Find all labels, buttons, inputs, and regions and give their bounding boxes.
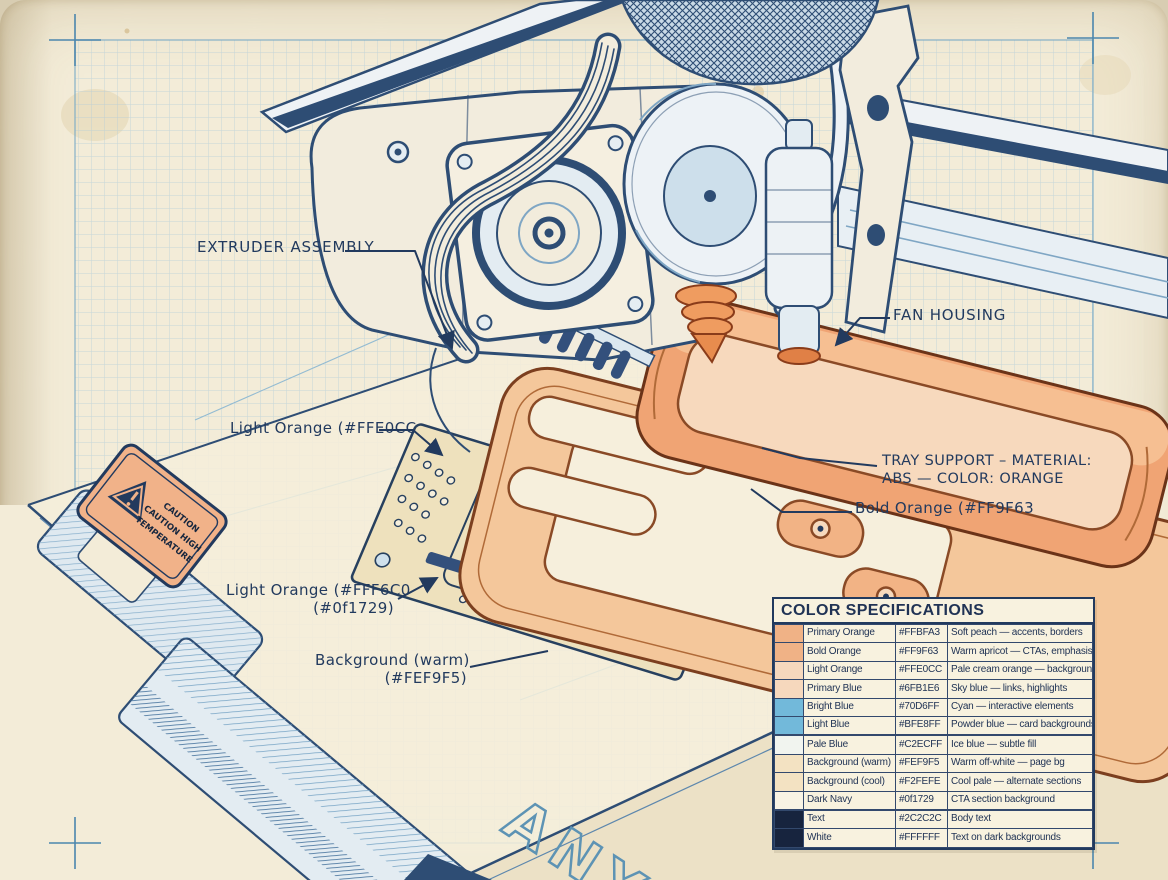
extruder-assembly-illustration bbox=[309, 0, 920, 453]
mount-bracket bbox=[838, 4, 920, 334]
leader-lines bbox=[345, 250, 890, 668]
gantry-rails bbox=[259, 0, 1168, 320]
color-name: Light Orange bbox=[803, 660, 896, 681]
label-tray-support-line2: ABS — COLOR: ORANGE bbox=[882, 471, 1064, 487]
color-hex: #BFE8FF bbox=[895, 715, 948, 736]
color-hex: #0f1729 bbox=[895, 790, 948, 811]
color-name: Bold Orange bbox=[803, 642, 896, 662]
color-hex: #2C2C2C bbox=[895, 808, 948, 830]
swatch-cell bbox=[774, 828, 804, 848]
label-background-warm-line2: (#FEF9F5) bbox=[384, 669, 467, 687]
swatch-cell bbox=[774, 808, 804, 830]
label-light-orange-lower: Light Orange (#FFF6C0 (#0f1729) bbox=[226, 581, 411, 617]
label-background-warm: Background (warm) (#FEF9F5) bbox=[315, 651, 470, 687]
color-desc: Soft peach — accents, borders bbox=[947, 623, 1093, 644]
heater-cylinder bbox=[764, 119, 834, 365]
cable-bundle bbox=[421, 32, 622, 364]
swatch-cell bbox=[774, 697, 804, 717]
color-desc: Cool pale — alternate sections bbox=[947, 772, 1093, 792]
swatch-cell bbox=[774, 753, 804, 774]
color-desc: Powder blue — card backgrounds bbox=[947, 715, 1093, 736]
stray-wire bbox=[429, 347, 471, 453]
label-light-orange-lower-line1: Light Orange (#FFF6C0 bbox=[226, 581, 411, 599]
color-name: Background (warm) bbox=[803, 753, 896, 774]
swatch-cell bbox=[774, 734, 804, 755]
label-fan-housing: FAN HOUSING bbox=[893, 306, 1007, 324]
color-desc: Body text bbox=[947, 808, 1093, 830]
color-table-title: COLOR SPECIFICATIONS bbox=[774, 599, 1093, 624]
color-hex: #70D6FF bbox=[895, 697, 948, 717]
color-name: Light Blue bbox=[803, 715, 896, 736]
part-cooling-fan-disc bbox=[622, 82, 810, 286]
color-name: Pale Blue bbox=[803, 734, 896, 755]
swatch-cell bbox=[774, 623, 804, 644]
label-light-orange-lower-line2: (#0f1729) bbox=[313, 599, 394, 617]
label-tray-support: TRAY SUPPORT – MATERIAL: ABS — COLOR: OR… bbox=[882, 452, 1092, 488]
braided-sheath bbox=[620, 0, 880, 86]
swatch-cell bbox=[774, 715, 804, 736]
hotend-nozzle bbox=[675, 284, 737, 364]
color-hex: #F2FEFE bbox=[895, 772, 948, 792]
frame-beams-bottom-left bbox=[36, 489, 492, 880]
color-hex: #FFE0CC bbox=[895, 660, 948, 681]
color-hex: #FFFFFF bbox=[895, 828, 948, 848]
color-name: Dark Navy bbox=[803, 790, 896, 811]
warning-triangle-icon bbox=[107, 481, 147, 523]
swatch-cell bbox=[774, 679, 804, 699]
color-name: Primary Orange bbox=[803, 623, 896, 644]
label-tray-support-line1: TRAY SUPPORT – MATERIAL: bbox=[882, 453, 1092, 469]
color-desc: Ice blue — subtle fill bbox=[947, 734, 1093, 755]
label-bold-orange: Bold Orange (#FF9F63 bbox=[855, 499, 1035, 517]
color-name: Text bbox=[803, 808, 896, 830]
color-desc: Warm off-white — page bg bbox=[947, 753, 1093, 774]
color-hex: #6FB1E6 bbox=[895, 679, 948, 699]
swatch-cell bbox=[774, 642, 804, 662]
color-desc: CTA section background bbox=[947, 790, 1093, 811]
color-hex: #C2ECFF bbox=[895, 734, 948, 755]
swatch-cell bbox=[774, 660, 804, 681]
caution-sticker: CAUTION CAUTION HIGH TEMPERATURE bbox=[76, 443, 228, 589]
color-hex: #FEF9F5 bbox=[895, 753, 948, 774]
swatch-cell bbox=[774, 790, 804, 811]
label-extruder-assembly: EXTRUDER ASSEMBLY bbox=[197, 238, 375, 256]
color-hex: #FF9F63 bbox=[895, 642, 948, 662]
color-specifications-table: COLOR SPECIFICATIONS Primary Orange#FFBF… bbox=[772, 597, 1095, 850]
color-desc: Pale cream orange — backgrounds bbox=[947, 660, 1093, 681]
color-name: Primary Blue bbox=[803, 679, 896, 699]
label-light-orange-upper: Light Orange (#FFE0CC bbox=[230, 419, 417, 437]
color-name: White bbox=[803, 828, 896, 848]
color-desc: Sky blue — links, highlights bbox=[947, 679, 1093, 699]
label-background-warm-line1: Background (warm) bbox=[315, 651, 470, 669]
color-hex: #FFBFA3 bbox=[895, 623, 948, 644]
color-name: Bright Blue bbox=[803, 697, 896, 717]
color-desc: Text on dark backgrounds bbox=[947, 828, 1093, 848]
color-desc: Cyan — interactive elements bbox=[947, 697, 1093, 717]
color-desc: Warm apricot — CTAs, emphasis bbox=[947, 642, 1093, 662]
swatch-cell bbox=[774, 772, 804, 792]
color-name: Background (cool) bbox=[803, 772, 896, 792]
